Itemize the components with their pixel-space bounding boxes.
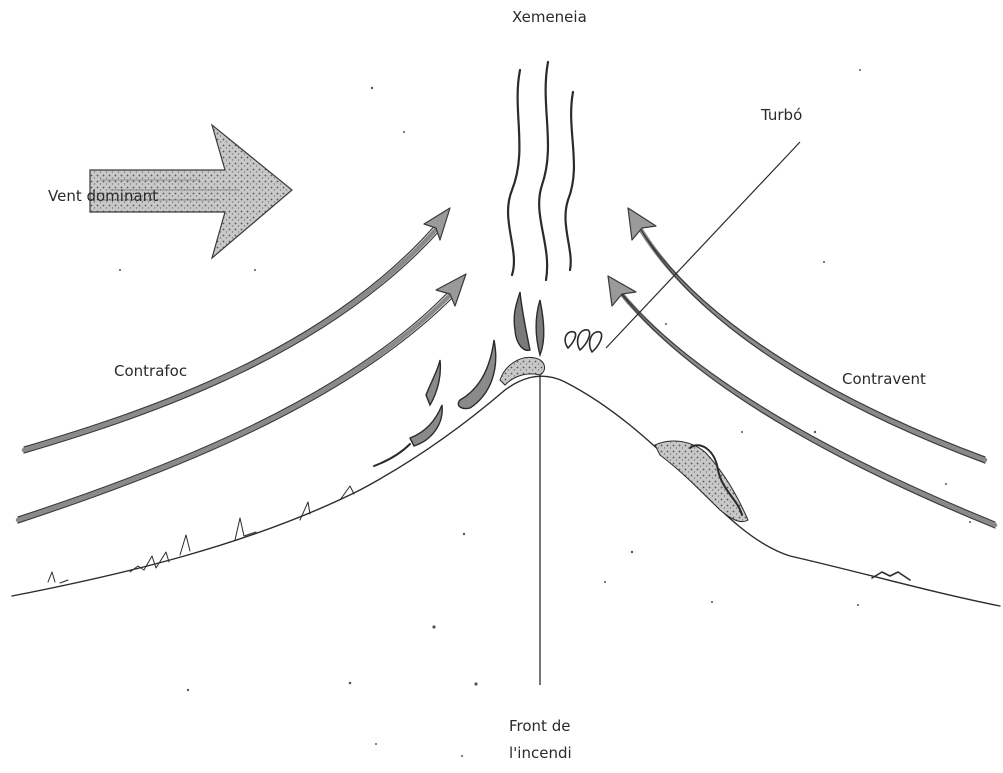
left-lower-flow-arrow <box>18 274 466 523</box>
vortex-curls <box>565 330 601 352</box>
left-upper-flow-arrow <box>24 208 450 453</box>
label-fire-front-line1: Front de <box>509 717 570 735</box>
right-upper-flow-arrow <box>628 208 985 463</box>
vortex-leader-line <box>606 142 800 348</box>
burnt-patch-right <box>655 441 910 580</box>
label-fire-front-line2: l'incendi <box>509 744 572 762</box>
flames <box>374 292 545 466</box>
label-backfire: Contrafoc <box>114 362 187 380</box>
label-prevailing-wind: Vent dominant <box>48 187 158 205</box>
label-chimney: Xemeneia <box>512 8 587 26</box>
hill-terrain <box>12 376 1000 606</box>
chimney-smoke <box>508 62 574 280</box>
right-lower-flow-arrow <box>608 276 995 528</box>
vegetation-left <box>48 486 354 583</box>
label-counterwind: Contravent <box>842 370 926 388</box>
label-vortex: Turbó <box>760 106 802 124</box>
